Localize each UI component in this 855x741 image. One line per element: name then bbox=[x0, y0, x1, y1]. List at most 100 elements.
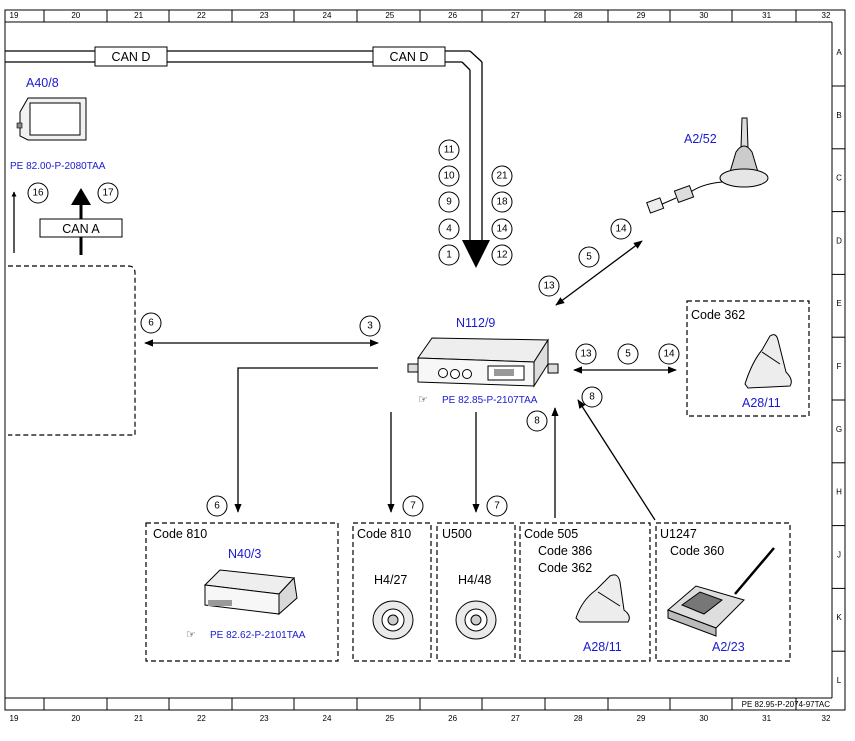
grid-col-25-bottom: 25 bbox=[385, 714, 394, 723]
border-frame bbox=[4, 9, 846, 711]
signal-17: 17 bbox=[102, 188, 114, 199]
grid-col-25-top: 25 bbox=[385, 11, 394, 20]
n40-3-reference: PE 82.62-P-2101TAA bbox=[210, 630, 306, 641]
grid-col-22-top: 22 bbox=[197, 11, 206, 20]
grid-col-31-top: 31 bbox=[762, 11, 771, 20]
n112-9-label: N112/9 bbox=[456, 316, 495, 330]
svg-text:5: 5 bbox=[625, 349, 631, 360]
svg-text:18: 18 bbox=[496, 197, 508, 208]
a28-11-right-code: Code 362 bbox=[691, 308, 745, 322]
code-360: Code 360 bbox=[670, 544, 724, 558]
code-386: Code 386 bbox=[538, 544, 592, 558]
svg-text:13: 13 bbox=[543, 281, 555, 292]
grid-col-21-bottom: 21 bbox=[134, 714, 143, 723]
can-d-label-1: CAN D bbox=[112, 50, 151, 64]
grid-col-23-top: 23 bbox=[260, 11, 269, 20]
grid-row-C: C bbox=[836, 174, 842, 183]
signal-16: 16 bbox=[32, 188, 44, 199]
svg-text:8: 8 bbox=[589, 392, 595, 403]
svg-text:5: 5 bbox=[586, 252, 592, 263]
grid-col-29-bottom: 29 bbox=[637, 714, 646, 723]
hand-pointer-icon: ☞ bbox=[186, 629, 196, 641]
grid-col-21-top: 21 bbox=[134, 11, 143, 20]
svg-text:3: 3 bbox=[367, 321, 373, 332]
grid-col-19-top: 19 bbox=[10, 11, 19, 20]
h4-27-label: H4/27 bbox=[374, 573, 407, 587]
h4-27-code: Code 810 bbox=[357, 527, 411, 541]
grid-column-labels: 1919202021212222232324242525262627272828… bbox=[10, 10, 831, 723]
code-u1247: U1247 bbox=[660, 527, 697, 541]
grid-col-32-bottom: 32 bbox=[822, 714, 831, 723]
can-d-bus: CAN D CAN D bbox=[5, 46, 490, 268]
signal-list-left: 11 10 9 4 1 bbox=[438, 139, 460, 266]
n112-9-unit: N112/9 ☞ PE 82.85-P-2107TAA bbox=[407, 316, 559, 406]
a40-8-reference: PE 82.00-P-2080TAA bbox=[10, 161, 106, 172]
grid-row-H: H bbox=[836, 488, 842, 497]
grid-row-E: E bbox=[836, 299, 841, 308]
svg-text:7: 7 bbox=[494, 501, 500, 512]
a40-8-label: A40/8 bbox=[26, 76, 59, 90]
svg-text:14: 14 bbox=[663, 349, 675, 360]
a40-8-display: A40/8 PE 82.00-P-2080TAA bbox=[10, 76, 106, 172]
can-d-label-2: CAN D bbox=[390, 50, 429, 64]
grid-col-26-bottom: 26 bbox=[448, 714, 457, 723]
grid-col-32-top: 32 bbox=[822, 11, 831, 20]
n40-3-code: Code 810 bbox=[153, 527, 207, 541]
h4-27-group: Code 810 H4/27 bbox=[352, 522, 432, 662]
grid-row-J: J bbox=[837, 550, 841, 559]
a28-11-right-label: A28/11 bbox=[742, 396, 781, 410]
grid-col-19-bottom: 19 bbox=[10, 714, 19, 723]
svg-text:14: 14 bbox=[496, 224, 508, 235]
a2-52-label: A2/52 bbox=[684, 132, 717, 146]
hand-pointer-icon: ☞ bbox=[418, 394, 428, 406]
h4-48-code: U500 bbox=[442, 527, 472, 541]
svg-text:11: 11 bbox=[444, 145, 455, 156]
a2-52-antenna: A2/52 bbox=[646, 117, 769, 214]
grid-col-22-bottom: 22 bbox=[197, 714, 206, 723]
svg-text:8: 8 bbox=[534, 416, 540, 427]
svg-text:4: 4 bbox=[446, 224, 452, 235]
svg-text:6: 6 bbox=[148, 318, 154, 329]
signal-list-right: 21 18 14 12 bbox=[491, 165, 513, 266]
grid-col-28-bottom: 28 bbox=[574, 714, 583, 723]
arrow-from-a2-23 bbox=[577, 399, 656, 521]
svg-text:14: 14 bbox=[615, 224, 627, 235]
svg-text:12: 12 bbox=[496, 250, 508, 261]
grid-row-G: G bbox=[836, 425, 842, 434]
arrow-antenna-link bbox=[555, 240, 643, 306]
a28-11-right-group: Code 362 A28/11 bbox=[686, 300, 810, 417]
h4-48-group: U500 H4/48 bbox=[436, 522, 516, 662]
svg-text:10: 10 bbox=[443, 171, 455, 182]
a2-23-label: A2/23 bbox=[712, 640, 745, 654]
can-a-label: CAN A bbox=[62, 222, 100, 236]
grid-col-27-top: 27 bbox=[511, 11, 520, 20]
svg-text:1: 1 bbox=[446, 250, 452, 261]
svg-text:7: 7 bbox=[410, 501, 416, 512]
grid-col-20-top: 20 bbox=[71, 11, 80, 20]
a28-11-bottom-group: Code 505 Code 386 Code 362 A28/11 bbox=[519, 522, 651, 662]
grid-row-D: D bbox=[836, 236, 842, 245]
grid-col-20-bottom: 20 bbox=[71, 714, 80, 723]
n112-9-reference: PE 82.85-P-2107TAA bbox=[442, 395, 538, 406]
n40-3-label: N40/3 bbox=[228, 547, 261, 561]
svg-text:13: 13 bbox=[580, 349, 592, 360]
grid-col-24-bottom: 24 bbox=[323, 714, 332, 723]
grid-col-30-bottom: 30 bbox=[699, 714, 708, 723]
footer-code: PE 82.95-P-2074-97TAC bbox=[742, 700, 831, 709]
svg-text:9: 9 bbox=[446, 197, 452, 208]
grid-row-F: F bbox=[837, 362, 842, 371]
grid-row-K: K bbox=[836, 613, 842, 622]
h4-48-label: H4/48 bbox=[458, 573, 491, 587]
grid-row-B: B bbox=[836, 111, 841, 120]
grid-col-27-bottom: 27 bbox=[511, 714, 520, 723]
code-362: Code 362 bbox=[538, 561, 592, 575]
code-505: Code 505 bbox=[524, 527, 578, 541]
left-dashed-group bbox=[8, 265, 136, 436]
grid-row-L: L bbox=[837, 676, 842, 685]
grid-col-26-top: 26 bbox=[448, 11, 457, 20]
a28-11-bottom-label: A28/11 bbox=[583, 640, 622, 654]
grid-col-24-top: 24 bbox=[323, 11, 332, 20]
grid-col-30-top: 30 bbox=[699, 11, 708, 20]
